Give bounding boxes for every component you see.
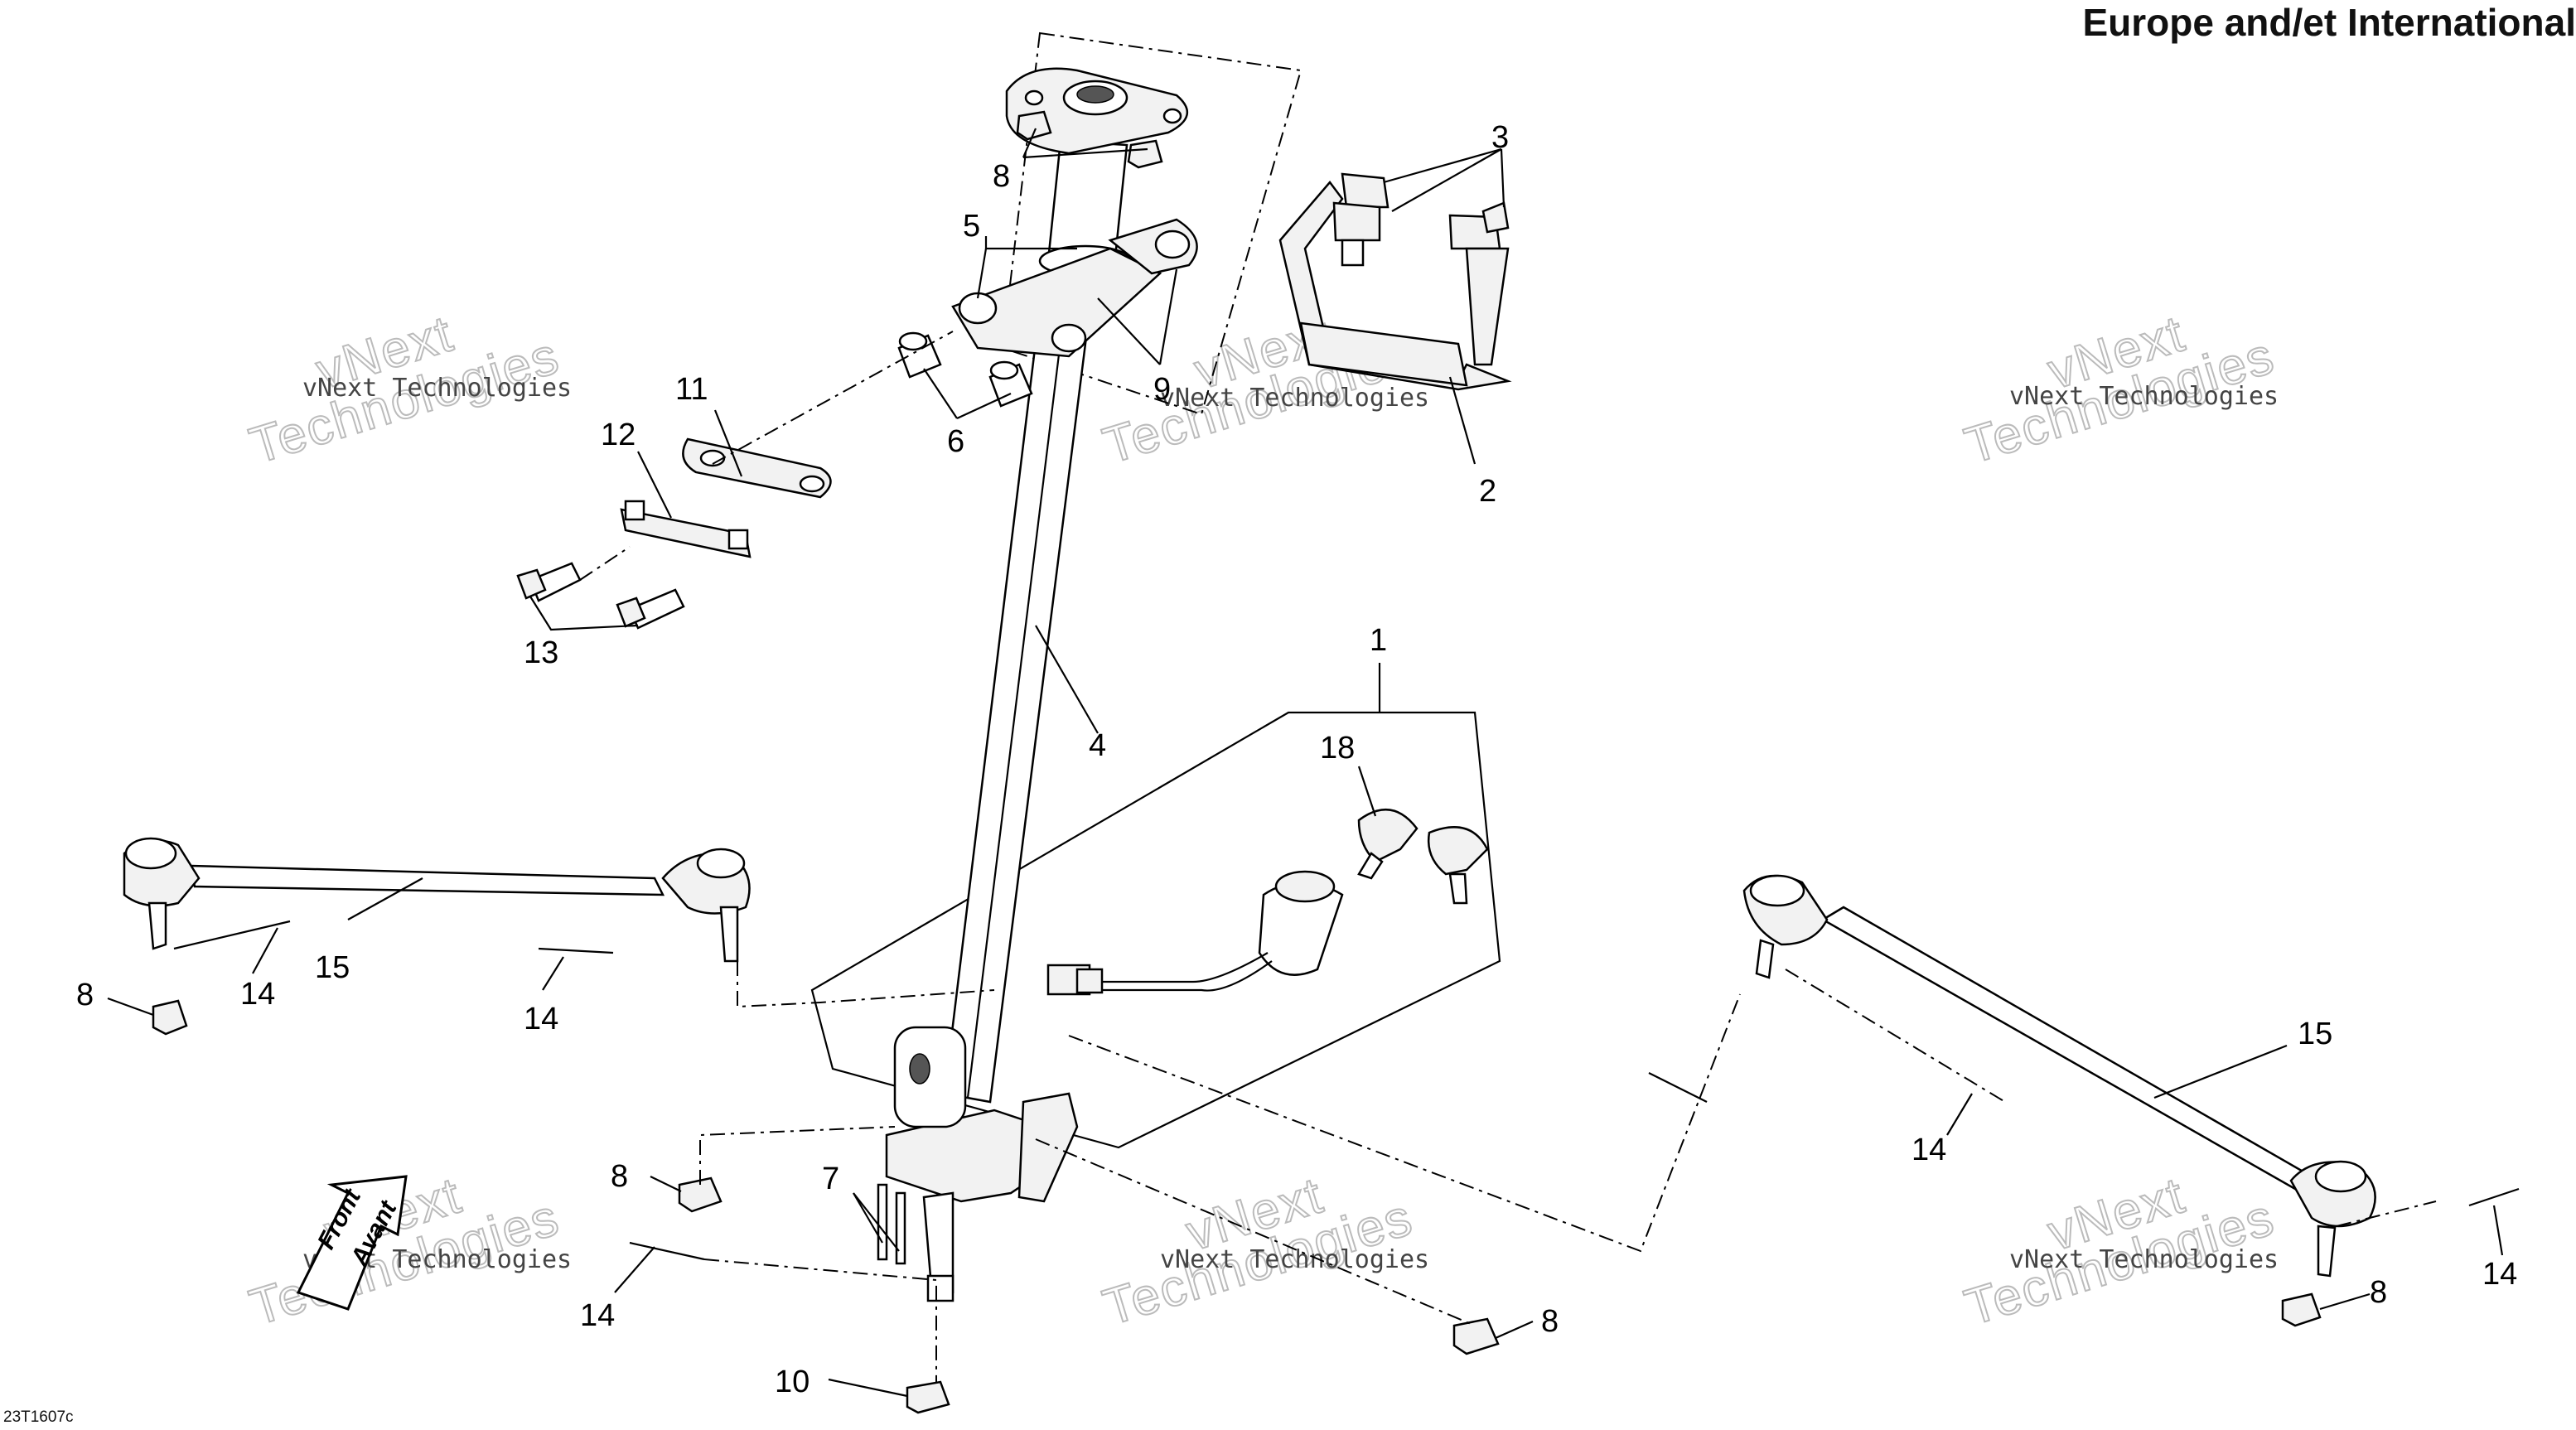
svg-text:vNext Technologies: vNext Technologies — [1160, 384, 1429, 413]
callout-14-right-mid: 14 — [1911, 1133, 1946, 1167]
callout-11: 11 — [675, 372, 708, 407]
ignition-kit-outline — [810, 711, 1501, 1149]
assembly-line-right-lower — [2336, 1201, 2437, 1227]
tie-rod-right — [1648, 874, 2520, 1327]
bolt-7-a — [877, 1183, 888, 1261]
svg-text:vNext Technologies: vNext Technologies — [2009, 1245, 2279, 1274]
callout-15-left: 15 — [315, 950, 350, 985]
wiper-bracket-assembly — [1278, 172, 1512, 391]
assembly-line-right-cotter — [1785, 969, 2006, 1103]
callout-14-lower-left: 14 — [580, 1298, 615, 1333]
assembly-line-right-rod — [1068, 993, 1741, 1253]
watermark-left-bottom: Technologies vNext vNext Technologies — [243, 1166, 572, 1337]
watermark-center-bottom: Technologies vNext vNext Technologies — [1096, 1166, 1429, 1337]
nut-bottom-center — [1452, 1317, 1500, 1355]
callout-18: 18 — [1320, 731, 1355, 766]
watermark-center-top: Technologies vNext vNext Technologies — [1096, 304, 1429, 476]
callout-5: 5 — [963, 209, 980, 244]
clamp-bracket-assembly — [516, 218, 1198, 630]
callout-14-left: 14 — [240, 977, 275, 1012]
callout-14-left-mid: 14 — [524, 1002, 558, 1036]
callout-13: 13 — [524, 635, 558, 670]
svg-text:vNext Technologies: vNext Technologies — [302, 374, 572, 403]
assembly-line-bolts — [579, 546, 631, 581]
callout-8-bottom-center: 8 — [1541, 1304, 1559, 1339]
assembly-line-left-rod — [737, 961, 995, 1008]
watermark-right-bottom: Technologies vNext vNext Technologies — [1958, 1166, 2282, 1337]
steering-column — [885, 67, 1189, 1302]
leader-lines — [107, 128, 2504, 1398]
svg-text:vNext Technologies: vNext Technologies — [2009, 382, 2279, 411]
nut-left-lower — [678, 1176, 723, 1213]
bolt-7-b — [895, 1191, 906, 1265]
callout-8-top: 8 — [993, 159, 1010, 194]
watermark-left-top: Technologies vNext vNext Technologies — [243, 304, 572, 476]
figure-code: 23T1607c — [3, 1408, 74, 1426]
callout-labels: 1 2 3 4 5 6 7 8 8 8 8 8 9 10 11 12 13 14… — [76, 120, 2517, 1399]
assembly-line-bottom — [1035, 1138, 1476, 1326]
tie-rod-left — [123, 837, 751, 1036]
callout-12: 12 — [601, 418, 636, 452]
callout-7: 7 — [822, 1162, 839, 1196]
callout-8-right: 8 — [2370, 1275, 2387, 1310]
region-title: Europe and/et International — [2082, 1, 2576, 44]
callout-14-right: 14 — [2482, 1257, 2517, 1292]
callout-8-lower-left: 8 — [611, 1159, 628, 1194]
upper-column-group-outline — [1001, 31, 1302, 416]
ignition-switch-kit — [1046, 808, 1489, 996]
svg-text:vNext Technologies: vNext Technologies — [1160, 1245, 1429, 1274]
callout-15-right: 15 — [2298, 1017, 2332, 1051]
callout-6: 6 — [947, 424, 964, 459]
assembly-line-column-bottom — [703, 1258, 937, 1384]
nut-bottom-column — [906, 1380, 950, 1414]
callout-10: 10 — [775, 1365, 810, 1399]
watermark-right-top: Technologies vNext vNext Technologies — [1958, 304, 2282, 476]
callout-4: 4 — [1089, 728, 1106, 763]
callout-9: 9 — [1153, 372, 1171, 407]
callout-1: 1 — [1370, 623, 1387, 658]
assembly-line-left-nut — [699, 1126, 896, 1185]
callout-2: 2 — [1479, 474, 1496, 509]
cotter-pin-lower-left — [629, 1241, 705, 1261]
callout-3: 3 — [1491, 120, 1509, 155]
callout-8-left: 8 — [76, 978, 94, 1012]
